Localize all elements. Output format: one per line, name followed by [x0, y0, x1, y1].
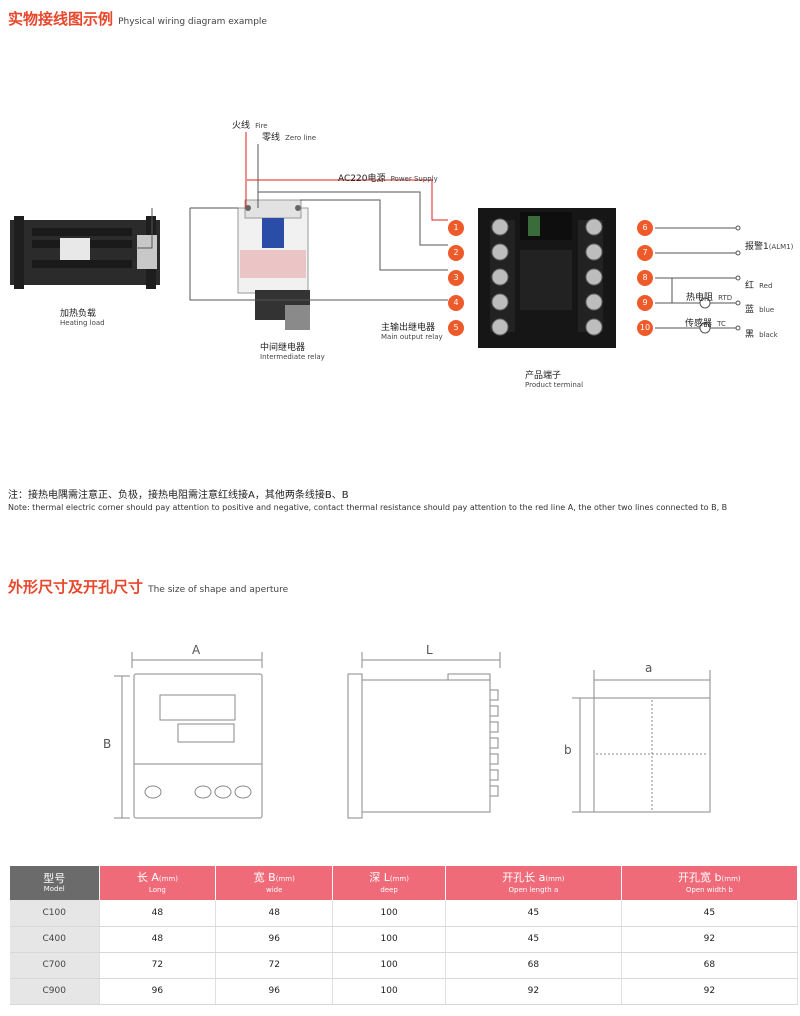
model-cell: C700 [10, 952, 100, 979]
dimension-drawings [114, 652, 711, 819]
header-open-width: 开孔宽 b(mm) Open width b [621, 866, 799, 900]
relay-label: 中间继电器 Intermediate relay [260, 343, 325, 361]
spec-table: 型号 Model 长 A(mm) Long 宽 B(mm) wide 深 L(m… [10, 866, 799, 1005]
table-cell: 48 [99, 900, 217, 927]
table-cell: 92 [621, 926, 799, 953]
terminal-number-10: 10 [637, 320, 653, 336]
table-cell: 96 [215, 978, 334, 1005]
dim-label-b: b [564, 743, 572, 757]
header-long: 长 A(mm) Long [99, 866, 217, 900]
section-title-cn: 实物接线图示例 [8, 10, 114, 28]
section-title-wiring: 实物接线图示例 Physical wiring diagram example [8, 8, 267, 29]
table-cell: 100 [332, 900, 447, 927]
fire-line-label: 火线 Fire [232, 121, 268, 131]
table-cell: 48 [99, 926, 217, 953]
table-cell: 96 [215, 926, 334, 953]
table-row: C100 48 48 100 45 45 [10, 900, 799, 927]
table-row: C900 96 96 100 92 92 [10, 978, 799, 1005]
intermediate-relay-image [237, 199, 310, 330]
model-cell: C100 [10, 900, 100, 927]
table-cell: 68 [621, 952, 799, 979]
section-title-en: Physical wiring diagram example [118, 17, 267, 27]
header-open-length: 开孔长 a(mm) Open length a [445, 866, 622, 900]
dim-label-A: A [192, 643, 201, 657]
table-cell: 100 [332, 978, 447, 1005]
terminal-number-8: 8 [637, 270, 653, 286]
terminal-number-2: 2 [448, 245, 464, 261]
table-row: C700 72 72 100 68 68 [10, 952, 799, 979]
header-deep: 深 L(mm) deep [332, 866, 447, 900]
terminal-number-4: 4 [448, 295, 464, 311]
note-en: Note: thermal electric corner should pay… [8, 503, 728, 512]
model-cell: C900 [10, 978, 100, 1005]
header-model: 型号 Model [10, 866, 100, 900]
terminal-number-1: 1 [448, 220, 464, 236]
heating-load-image [10, 216, 160, 289]
tc-label: 传感器 TC [685, 319, 726, 329]
product-terminal-label: 产品端子 Product terminal [525, 371, 584, 389]
terminal-number-5: 5 [448, 320, 464, 336]
header-wide: 宽 B(mm) wide [215, 866, 334, 900]
red-wire-label: 红 Red [745, 281, 773, 291]
table-cell: 92 [445, 978, 622, 1005]
table-cell: 45 [445, 900, 622, 927]
table-cell: 96 [99, 978, 217, 1005]
table-cell: 45 [445, 926, 622, 953]
table-cell: 45 [621, 900, 799, 927]
table-cell: 48 [215, 900, 334, 927]
rtd-label: 热电阻 RTD [686, 293, 733, 303]
zero-line-label: 零线 Zero line [262, 133, 317, 143]
terminal-number-9: 9 [637, 295, 653, 311]
table-cell: 100 [332, 926, 447, 953]
dim-label-L: L [426, 643, 433, 657]
table-cell: 72 [215, 952, 334, 979]
table-cell: 92 [621, 978, 799, 1005]
main-output-relay-label: 主输出继电器 Main output relay [381, 323, 443, 341]
blue-wire-label: 蓝 blue [745, 305, 775, 315]
table-cell: 100 [332, 952, 447, 979]
power-supply-label: AC220电源 Power Supply [338, 174, 438, 184]
table-cell: 68 [445, 952, 622, 979]
dim-label-a: a [645, 661, 653, 675]
model-cell: C400 [10, 926, 100, 953]
alarm-label: 报警1(ALM1) [745, 242, 794, 252]
product-terminal-image [478, 208, 616, 348]
spec-table-header: 型号 Model 长 A(mm) Long 宽 B(mm) wide 深 L(m… [10, 866, 799, 900]
section-title-cn: 外形尺寸及开孔尺寸 [8, 578, 144, 596]
wiring-diagram [10, 132, 741, 348]
table-cell: 72 [99, 952, 217, 979]
section-title-size: 外形尺寸及开孔尺寸 The size of shape and aperture [8, 576, 288, 597]
terminal-number-6: 6 [637, 220, 653, 236]
terminal-number-3: 3 [448, 270, 464, 286]
terminal-number-7: 7 [637, 245, 653, 261]
black-wire-label: 黑 black [745, 330, 778, 340]
table-row: C400 48 96 100 45 92 [10, 926, 799, 953]
dim-label-B: B [103, 737, 112, 751]
heating-load-label: 加热负载 Heating load [60, 309, 105, 327]
note-cn: 注：接热电隅需注意正、负极，接热电阻需注意红线接A，其他两条线接B、B [8, 490, 349, 501]
section-title-en: The size of shape and aperture [148, 585, 289, 595]
